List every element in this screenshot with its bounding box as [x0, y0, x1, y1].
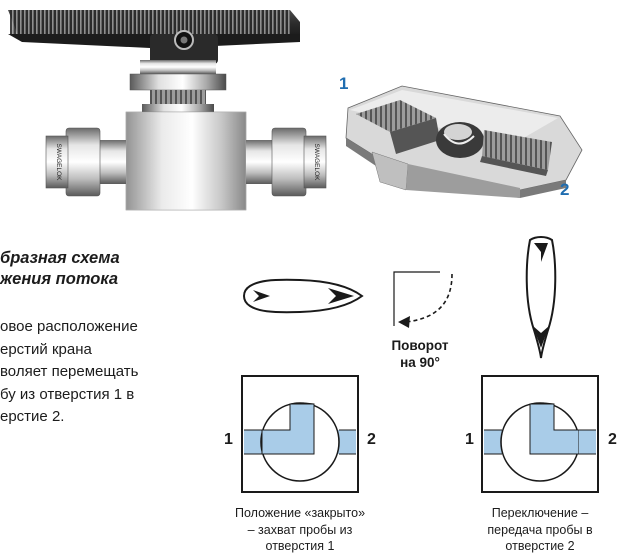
body-line-2: ерстий крана	[0, 340, 92, 358]
handle-horizontal	[243, 278, 364, 314]
caption-switching-line-3: отверстие 2	[505, 539, 575, 553]
closed-port-2: 2	[367, 431, 376, 448]
valve-cutaway	[345, 85, 583, 198]
left-fitting: SWAGELOK	[45, 127, 126, 197]
caption-closed-line-2: – захват пробы из	[247, 522, 353, 537]
cutaway-port-1: 1	[339, 74, 349, 93]
cutaway-port-2: 2	[560, 180, 570, 199]
switching-port-1: 1	[465, 431, 474, 448]
caption-closed: Положение «закрыто» – захват пробы из от…	[210, 505, 390, 555]
body-line-5: ерстие 2.	[0, 408, 65, 425]
switching-port-2: 2	[608, 431, 617, 448]
rotation-label: Поворот на 90°	[375, 337, 465, 371]
description-text: овое расположение ерстий крана воляет пе…	[0, 316, 200, 429]
rotation-arrow	[393, 271, 453, 328]
section-heading: бразная схема жения потока	[0, 248, 200, 290]
body-line-3: воляет перемещать	[0, 363, 139, 380]
rotation-line-2: на 90°	[400, 355, 440, 370]
rotation-line-1: Поворот	[391, 338, 449, 353]
closed-port-1: 1	[224, 431, 233, 448]
heading-line-1: бразная схема	[0, 249, 120, 267]
right-fitting: SWAGELOK	[246, 127, 327, 197]
flow-diagram-closed	[241, 375, 359, 493]
caption-closed-line-3: отверстия 1	[265, 539, 335, 553]
flow-diagram-switching	[481, 375, 599, 493]
caption-switching-line-2: передача пробы в	[487, 522, 593, 537]
body-line-1: овое расположение	[0, 318, 138, 335]
caption-switching-line-1: Переключение –	[491, 506, 589, 520]
ball-valve-photo: SWAGELOK SWAGELOK	[8, 10, 327, 211]
caption-closed-line-1: Положение «закрыто»	[234, 506, 366, 520]
body-line-4: бу из отверстия 1 в	[0, 385, 135, 403]
brand-mark-right: SWAGELOK	[313, 144, 320, 182]
brand-mark-left: SWAGELOK	[55, 144, 62, 182]
caption-switching: Переключение – передача пробы в отверсти…	[450, 505, 622, 555]
heading-line-2: жения потока	[0, 270, 119, 288]
handle-vertical	[525, 236, 557, 359]
